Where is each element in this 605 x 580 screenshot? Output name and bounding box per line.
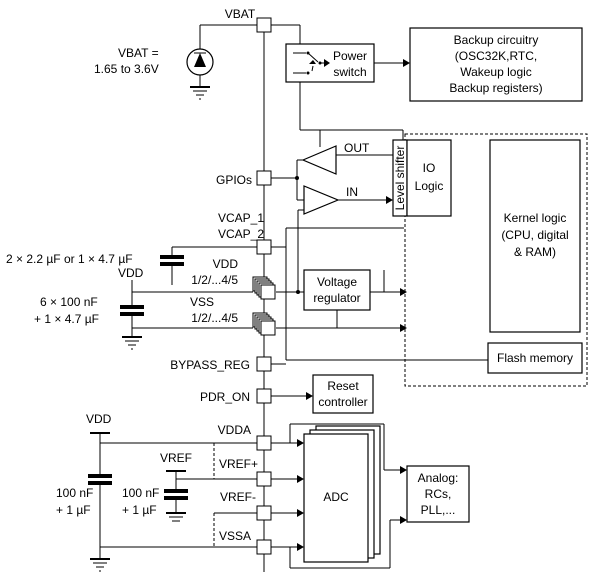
vdd-pins-stack [252,276,276,300]
vref-capacitor-label-2: + 1 µF [122,503,157,517]
vcap1-pin-label: VCAP_1 [218,211,264,225]
out-signal-label: OUT [344,141,370,155]
backup-circuitry-block [409,27,583,102]
output-buffer-icon [301,145,337,175]
vdda-pin [256,435,272,451]
reset-label-1: Reset [327,379,359,393]
adc-block [303,433,369,563]
bypass-reg-pin-label: BYPASS_REG [170,358,250,372]
vssa-pin [256,539,272,555]
kernel-logic-block [489,139,581,333]
vref-capacitor-label-1: 100 nF [122,486,159,500]
kernel-label-2: (CPU, digital [501,228,568,242]
io-logic-label-1: IO [423,161,436,175]
vss-pin-label: VSS [190,295,214,309]
backup-label-4: Backup registers) [449,81,542,95]
vdd-capacitor-label-1: 6 × 100 nF [40,295,98,309]
vdd-pin-label: VDD [213,257,239,271]
vdd-supply-label: VDD [118,266,144,280]
level-shifter-label: Level shifter [393,146,407,211]
vref-plus-pin [256,471,272,487]
vbat-pin [256,17,272,33]
analog-label-3: PLL,... [421,503,456,517]
vcap-capacitor-label: 2 × 2.2 µF or 1 × 4.7 µF [6,252,133,266]
pdr-on-pin [256,388,272,404]
core-domain-outline [404,133,588,387]
regulator-label-2: regulator [313,291,360,305]
ground-icon-vdd [122,336,142,350]
io-logic-label-2: Logic [415,179,444,193]
vdda-pin-label: VDDA [218,423,251,437]
ground-icon-vdda [90,558,110,572]
analog-label-1: Analog: [418,471,459,485]
vref-minus-pin-label: VREF- [220,490,256,504]
battery-arrow-icon [194,53,206,67]
vbat-range-label-1: VBAT = [118,46,159,60]
vss-pins-stack [252,312,276,336]
backup-label-2: (OSC32K,RTC, [455,49,537,63]
kernel-label-1: Kernel logic [504,211,567,225]
vcap2-pin-label: VCAP_2 [218,227,264,241]
switch-icon [293,51,330,75]
input-buffer-icon [303,185,340,215]
in-signal-label: IN [346,185,358,199]
vdd-range-label: 1/2/...4/5 [191,273,238,287]
reset-controller-block [312,374,374,414]
vdda-capacitor-label-1: 100 nF [56,486,93,500]
vdda-capacitor-label-2: + 1 µF [56,503,91,517]
adc-label: ADC [323,490,349,504]
power-switch-label-2: switch [333,65,366,79]
vref-minus-pin [256,505,272,521]
ground-icon-vbat [190,86,210,100]
bypass-reg-pin [256,356,272,372]
vdd-capacitor-label-2: + 1 × 4.7 µF [34,312,99,326]
gpios-pin [256,170,272,186]
vcap-pin [256,239,272,255]
ground-icon-vref [166,512,186,522]
backup-label-1: Backup circuitry [454,33,539,47]
power-switch-label-1: Power [333,49,367,63]
regulator-label-1: Voltage [317,275,357,289]
vref-supply-label: VREF [160,451,192,465]
gpios-pin-label: GPIOs [216,173,252,187]
analog-label-2: RCs, [425,487,452,501]
vbat-range-label-2: 1.65 to 3.6V [94,62,159,76]
pdr-on-pin-label: PDR_ON [200,390,250,404]
io-logic-block [406,139,452,217]
analog-block [406,465,470,523]
vssa-pin-label: VSSA [219,529,251,543]
reset-label-2: controller [318,395,367,409]
flash-memory-label: Flash memory [497,351,573,365]
vss-range-label: 1/2/...4/5 [191,311,238,325]
vbat-pin-label: VBAT [225,7,256,21]
flash-memory-block [487,342,583,374]
backup-label-3: Wakeup logic [460,65,532,79]
kernel-label-3: & RAM) [514,245,556,259]
vdd-analog-label: VDD [86,412,112,426]
vref-plus-pin-label: VREF+ [219,457,258,471]
